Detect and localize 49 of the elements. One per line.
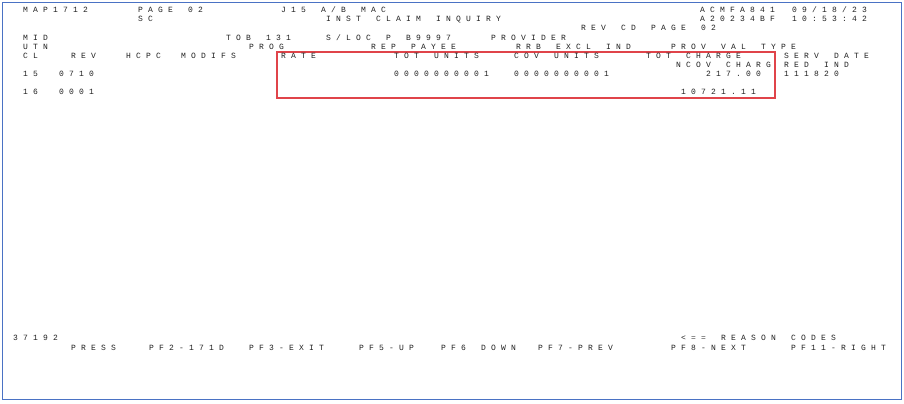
field-label: CL [23, 52, 44, 61]
field-label: TOT CHARGE [646, 52, 746, 61]
date-text: 09/18/23 [792, 6, 872, 15]
field-label: HCPC [126, 52, 166, 61]
field-label: PROV VAL TYPE [671, 43, 802, 52]
function-key-hint: PF11-RIGHT [791, 344, 892, 353]
field-label: REP PAYEE [371, 43, 462, 52]
field-label: MODIFS [181, 52, 242, 61]
function-key-hint: PF7-PREV [538, 344, 618, 353]
field-label: RRB EXCL IND [516, 43, 636, 52]
field-label: UTN [23, 43, 54, 52]
field-label: TOB 131 [226, 34, 296, 43]
field-value: 0000000001 [394, 70, 494, 79]
field-label: COV UNITS [514, 52, 604, 61]
terminal-id: A20234BF [700, 15, 780, 24]
field-label: RATE [281, 52, 322, 61]
field-value: 0001 [59, 88, 100, 97]
status-code: 37192 [13, 334, 64, 343]
field-label: REV [71, 52, 102, 61]
function-key-hint: PF8-NEXT [671, 344, 752, 353]
field-value: 0710 [59, 70, 100, 79]
field-label: SERV DATE [784, 52, 874, 61]
field-value: 15 [23, 70, 44, 79]
screen-title: INST CLAIM INQUIRY [326, 15, 506, 24]
field-label: TOT UNITS [394, 52, 484, 61]
screen-id: MAP1712 [23, 6, 94, 15]
page-number: PAGE 02 [138, 6, 208, 15]
field-label: NCOV CHARG [676, 61, 776, 70]
time-text: 10:53:42 [792, 15, 872, 24]
field-label: MID [23, 34, 54, 43]
page-number: REV CD PAGE 02 [581, 24, 722, 33]
field-value: 111820 [784, 70, 844, 79]
function-key-hint: PF2-171D [149, 344, 230, 353]
terminal-id: ACMFA841 [700, 6, 780, 15]
field-label: S/LOC P B9997 [326, 34, 456, 43]
field-value: 16 [23, 88, 44, 97]
reason-codes-text: <== REASON CODES [681, 334, 842, 343]
field-label: PROG [249, 43, 290, 52]
field-label: RED IND [784, 61, 854, 70]
key-hint: PRESS [71, 344, 122, 353]
field-value: 0000000001 [514, 70, 614, 79]
field-value: 10721.11 [681, 88, 762, 97]
function-key-hint: PF3-EXIT [249, 344, 330, 353]
field-label: PROVIDER [491, 34, 572, 43]
field-value: 217.00 [706, 70, 766, 79]
header-text: SC [138, 15, 158, 24]
function-key-hint: PF5-UP [359, 344, 420, 353]
function-key-hint: PF6 DOWN [441, 344, 522, 353]
header-text: J15 A/B MAC [281, 6, 392, 15]
